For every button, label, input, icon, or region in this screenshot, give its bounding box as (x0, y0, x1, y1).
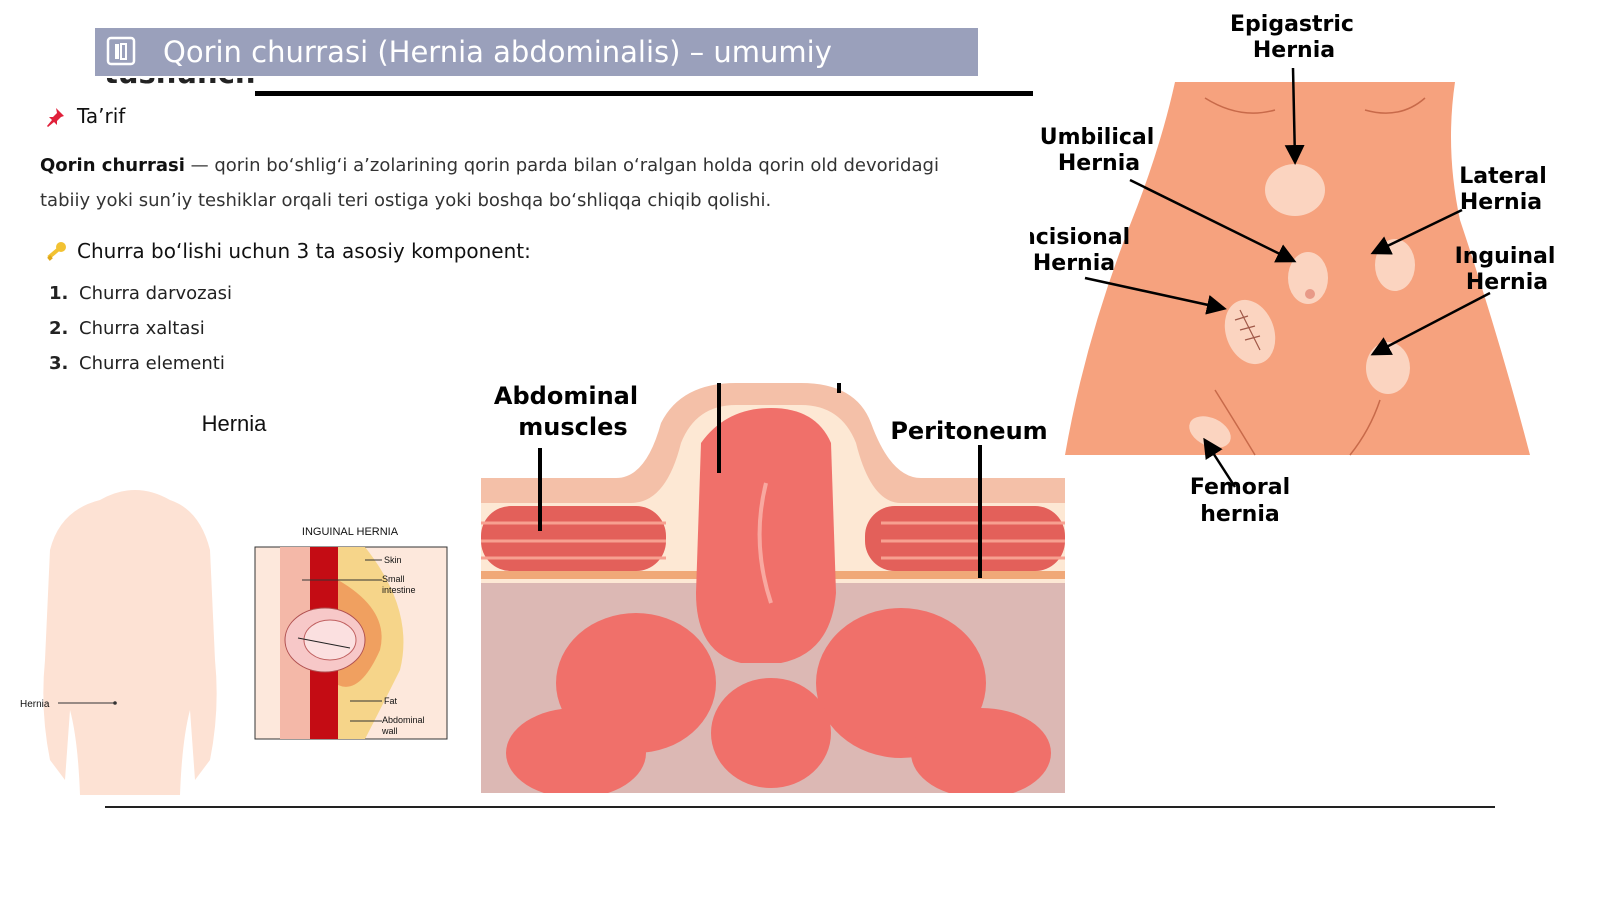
label-incisional: Incisional (1030, 225, 1130, 250)
key-icon (47, 242, 66, 261)
list-item: 3. Churra elementi (49, 353, 225, 374)
hernia-body-illustration: Hernia Hernia INGUINAL HERNIA Skin Small… (20, 411, 448, 795)
label-lateral-2: Hernia (1460, 190, 1542, 215)
list-item: 2. Churra xaltasi (49, 318, 205, 339)
hernia-pointer-label: Hernia (20, 699, 50, 710)
inset-label-abdominal-wall: Abdominal (382, 715, 425, 725)
footer-divider (105, 806, 1495, 808)
cross-section-layers (481, 383, 1065, 793)
list-label: Churra xaltasi (79, 318, 205, 339)
list-label: Churra elementi (79, 353, 225, 374)
label-femoral: Femoral (1190, 475, 1290, 500)
components-heading: Churra bo‘lishi uchun 3 ta asosiy kompon… (77, 239, 531, 263)
slide-number-icon (106, 36, 136, 66)
herniated-intestine (506, 408, 1051, 793)
list-label: Churra darvozasi (79, 283, 232, 304)
inset-label-fat: Fat (384, 696, 398, 706)
definition-paragraph: Qorin churrasi — qorin bo‘shlig‘i a’zola… (40, 148, 980, 218)
slide-title-overflow: tushuncha (104, 78, 254, 92)
list-number: 2. (49, 318, 69, 339)
inset-title: INGUINAL HERNIA (302, 526, 399, 538)
hernia-pointer-dot (113, 701, 117, 705)
definition-term: Qorin churrasi (40, 155, 185, 176)
label-peritoneum: Peritoneum (890, 417, 1047, 445)
label-inguinal-2: Hernia (1466, 270, 1548, 295)
label-epigastric: Epigastric (1230, 12, 1354, 37)
inguinal-hernia-inset (254, 546, 448, 740)
definition-text: — qorin bo‘shlig‘i a’zolarining qorin pa… (40, 155, 939, 211)
label-incisional-2: Hernia (1033, 251, 1115, 276)
inset-label-small-intestine: Small (382, 574, 405, 584)
label-abdominal-muscles-2: muscles (518, 413, 627, 441)
list-number: 1. (49, 283, 69, 304)
label-femoral-2: hernia (1200, 502, 1279, 527)
slide-title: Qorin churrasi (Hernia abdominalis) – um… (163, 35, 832, 69)
title-underline (255, 91, 1033, 96)
list-number: 3. (49, 353, 69, 374)
pushpin-icon (47, 108, 64, 127)
hernia-arrows (1084, 67, 1491, 488)
label-inguinal: Inguinal (1455, 244, 1556, 269)
label-umbilical: Umbilical (1040, 125, 1155, 150)
label-epigastric-2: Hernia (1253, 38, 1335, 63)
body-silhouette (43, 490, 217, 795)
hernia-types-torso-illustration: Epigastric Hernia Umbilical Hernia Later… (1030, 12, 1556, 527)
definition-heading: Ta’rif (77, 104, 126, 128)
title-bar (95, 28, 978, 76)
label-lateral: Lateral (1459, 164, 1547, 189)
label-abdominal-muscles: Abdominal (494, 383, 638, 410)
hernia-cross-section-illustration: Abdominal muscles Peritoneum (481, 383, 1065, 793)
slide-title-overflow-text: tushuncha (104, 78, 254, 90)
inset-label-skin: Skin (384, 555, 402, 565)
inset-label-abdominal-wall-2: wall (381, 726, 398, 736)
inset-label-small-intestine-2: intestine (382, 585, 416, 595)
label-umbilical-2: Hernia (1058, 151, 1140, 176)
list-item: 1. Churra darvozasi (49, 283, 232, 304)
abdominal-muscles (481, 506, 1065, 571)
figure-title: Hernia (202, 411, 268, 436)
